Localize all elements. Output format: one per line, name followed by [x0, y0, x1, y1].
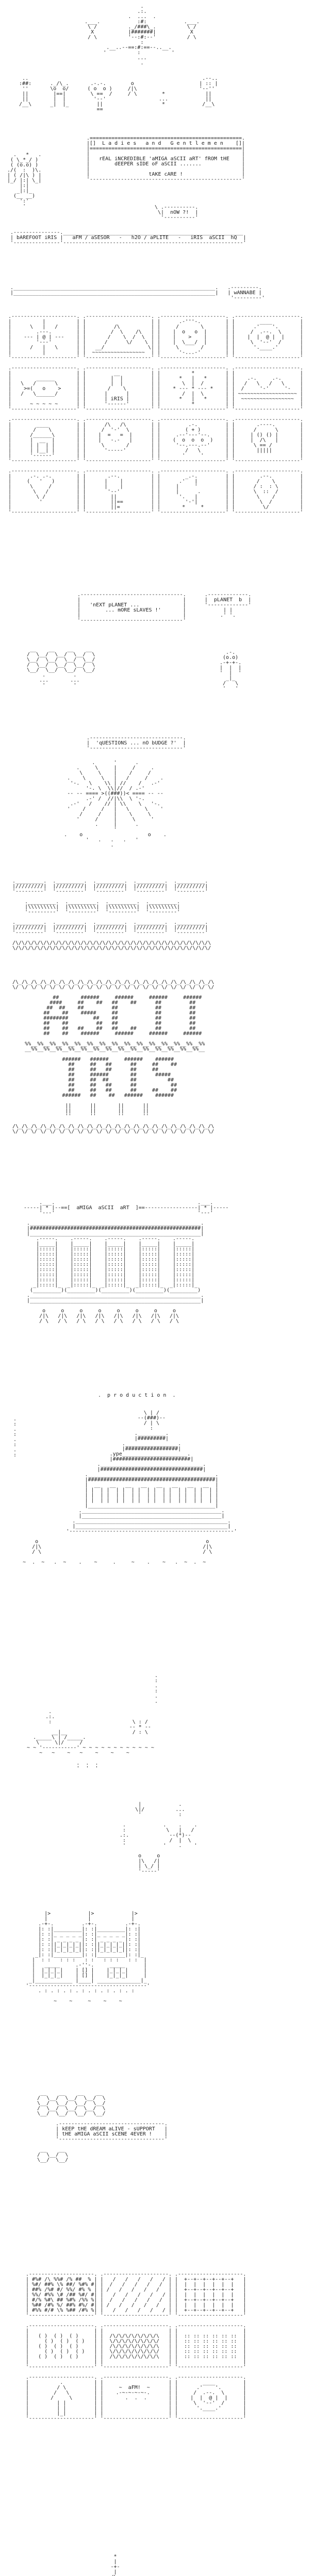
mini-figure: .-. (o.o) .-+-+-. | | | ' | ' _|_ / \ ' … — [220, 650, 242, 691]
slash-bands: ._________. ._________. ._________. .___… — [12, 878, 211, 951]
quote-box-next-planet: .---------------------------------. .---… — [77, 592, 252, 623]
intro-box: .=======================================… — [87, 135, 245, 182]
explosion-art: . ' . . \ | / . \ \ | / / . \ \ | / / . … — [64, 760, 167, 848]
big-ascii-logo: /\_/\_/\_/\_/\_/\_/\_/\_/\_/\_/\_/\_/\_/… — [12, 979, 214, 1134]
star-scatter-art: | . \|/ ... ' : . . . . : \ | / .:. --(*… — [120, 1802, 197, 1874]
fortress-art: |> |> |> | | | .-+-. .-+-. .-+-. |: :|__… — [26, 1911, 150, 2004]
ascii-small-pieces: .. .--.. :##: ._/\_. .-.-. o | :: | '' \… — [19, 76, 218, 112]
hex-note-box: __ __ __ __ / \__/ \__/ \__/ \ \__/ \__/… — [37, 2090, 168, 2163]
intro-speech-bubble: \ .----------. \| nOW ?! | '----------' — [155, 205, 199, 221]
boat-scatter-art: . .:. : \ : / -- * -- __|__ / : \ ._____… — [27, 1709, 154, 1771]
temple-art: \ | / --(###)-- / | \ : .______ — [23, 1410, 237, 1565]
pillar-art: ._______________________________________… — [27, 1221, 204, 1324]
thin-divider-bar: ._______________________________________… — [10, 285, 265, 301]
hex-cluster: __ __ __ __ / \__/ \__/ \__/ \ \__/ \__/… — [27, 647, 95, 688]
tower-art: * | -+- | /\ / \ | | .| |. — [110, 2554, 120, 2576]
panel-grid-2: .---------------------. .---------------… — [26, 2272, 246, 2421]
production-caption: . p r o d u c t i o n . — [98, 1393, 176, 1398]
amiga-ascii-art-banner: .___. .___. -----| * |--==[ aMIGA aSCII … — [24, 1200, 229, 1216]
dot-column: . : . : . . — [155, 1673, 158, 1704]
panel-grid-1: .---------------------. .---------------… — [8, 314, 303, 515]
ascii-top-doodles: . .:. . ... . .___. :#: .___. \ / ._/###… — [85, 4, 200, 66]
intro-creature: . * . ( \_*_/ ) ( (o.o) ) ./( : )\. | ( … — [7, 152, 42, 209]
margin-dot-column: . : . : . : . : — [13, 1416, 17, 1458]
group-credit-bar: .---------------._______________________… — [10, 230, 246, 246]
quote-box-questions: .------------------------------. | 'qUES… — [87, 735, 186, 751]
